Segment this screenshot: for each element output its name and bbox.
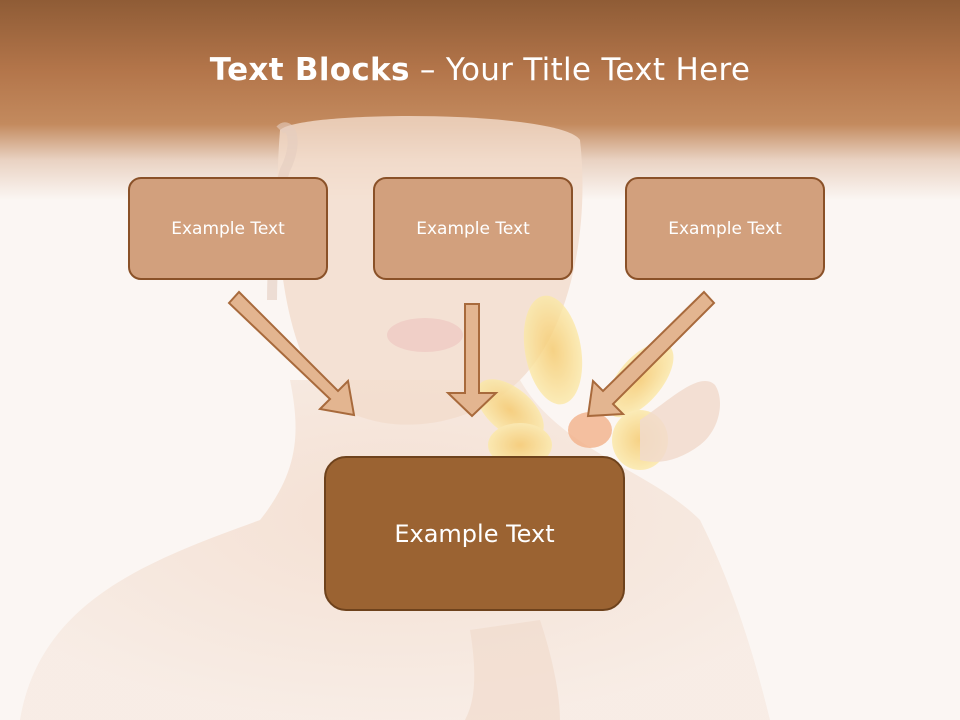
text-box-2[interactable]: Example Text <box>373 177 573 280</box>
slide-title-bold: Text Blocks <box>209 52 410 88</box>
slide-title-rest: – Your Title Text Here <box>409 52 751 88</box>
main-text-box-label: Example Text <box>394 519 555 548</box>
text-box-1-label: Example Text <box>171 218 285 239</box>
arrow-left-icon <box>227 290 356 417</box>
main-text-box[interactable]: Example Text <box>324 456 625 611</box>
arrow-right-icon <box>586 290 716 418</box>
text-box-2-label: Example Text <box>416 218 530 239</box>
slide-title: Text Blocks – Your Title Text Here <box>0 52 960 88</box>
text-box-3-label: Example Text <box>668 218 782 239</box>
text-box-3[interactable]: Example Text <box>625 177 825 280</box>
text-box-1[interactable]: Example Text <box>128 177 328 280</box>
arrow-down-icon <box>445 303 499 418</box>
